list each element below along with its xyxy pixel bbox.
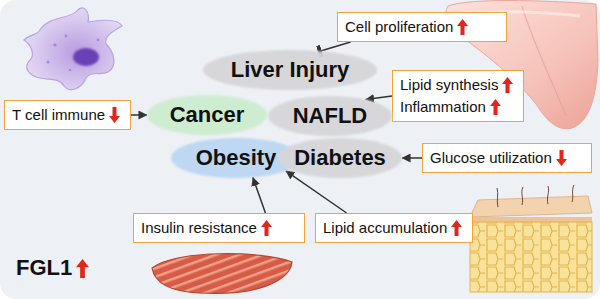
trend-arrow-shape bbox=[457, 19, 468, 35]
effect-text: Lipid synthesis bbox=[400, 74, 498, 96]
condition-ellipse: Cancer bbox=[147, 95, 267, 135]
trend-arrow bbox=[556, 150, 567, 166]
effect-box: Glucose utilization bbox=[422, 143, 592, 173]
effect-box: Insulin resistance bbox=[133, 213, 305, 243]
trend-arrow-shape bbox=[451, 220, 462, 236]
text-row: Cancer bbox=[170, 104, 245, 126]
text-row: Insulin resistance bbox=[141, 217, 272, 239]
cell-body bbox=[24, 8, 122, 90]
trend-arrow bbox=[502, 77, 513, 93]
liver-lobe-line bbox=[522, 6, 566, 116]
trend-arrow-shape bbox=[490, 99, 501, 115]
text-row: Lipid accumulation bbox=[323, 217, 462, 239]
condition-name: Obesity bbox=[196, 147, 277, 169]
condition-ellipse: Diabetes bbox=[278, 138, 402, 178]
condition-name: NAFLD bbox=[293, 105, 368, 127]
ellipse-fill bbox=[268, 96, 392, 136]
trend-arrow bbox=[109, 107, 120, 123]
gene-name: FGL1 bbox=[16, 255, 72, 281]
fat-cells bbox=[470, 222, 592, 292]
skin-surface bbox=[470, 196, 592, 217]
text-row: Obesity bbox=[196, 147, 277, 169]
condition-name: Cancer bbox=[170, 104, 245, 126]
text-row: Inflammation bbox=[400, 96, 501, 118]
cell-nucleus bbox=[73, 48, 99, 66]
trend-arrow bbox=[451, 220, 462, 236]
condition-name: Diabetes bbox=[294, 147, 386, 169]
effect-box: Lipid accumulation bbox=[315, 213, 473, 243]
text-row: Cell proliferation bbox=[345, 16, 468, 38]
trend-arrow bbox=[457, 19, 468, 35]
muscle-shape bbox=[152, 254, 292, 294]
skin-layer bbox=[470, 217, 592, 222]
cell-granule bbox=[47, 61, 50, 64]
trend-arrow-shape bbox=[502, 77, 513, 93]
text-row: Diabetes bbox=[294, 147, 386, 169]
effect-text: Cell proliferation bbox=[345, 16, 453, 38]
cell-granule bbox=[53, 43, 56, 46]
effect-box: T cell immune bbox=[4, 100, 131, 130]
condition-ellipse: NAFLD bbox=[268, 96, 392, 136]
trend-arrow bbox=[76, 259, 89, 278]
effect-box: Lipid synthesisInflammation bbox=[392, 70, 524, 122]
cell-granule bbox=[97, 39, 100, 42]
ellipse-fill bbox=[203, 50, 377, 90]
trend-arrow-shape bbox=[109, 107, 120, 123]
trend-arrow-shape bbox=[556, 150, 567, 166]
effect-text: Insulin resistance bbox=[141, 217, 257, 239]
arrow-connector bbox=[253, 177, 266, 213]
gene-label: FGL1 bbox=[16, 255, 89, 281]
effect-text: Inflammation bbox=[400, 96, 486, 118]
immune-cell-illustration bbox=[24, 8, 122, 90]
arrow-connector bbox=[131, 114, 147, 116]
inhibition-connector bbox=[320, 42, 351, 51]
trend-arrow-shape bbox=[76, 259, 89, 278]
text-row: NAFLD bbox=[293, 105, 368, 127]
arrow-connector bbox=[402, 157, 422, 159]
effect-text: Lipid accumulation bbox=[323, 217, 447, 239]
trend-arrow bbox=[490, 99, 501, 115]
effect-text: T cell immune bbox=[12, 104, 105, 126]
ellipse-fill bbox=[147, 95, 267, 135]
trend-arrow bbox=[261, 220, 272, 236]
effect-box: Cell proliferation bbox=[337, 12, 507, 42]
arrow-connector bbox=[366, 96, 392, 100]
condition-ellipse: Liver Injury bbox=[203, 50, 377, 90]
muscle-illustration bbox=[152, 254, 292, 294]
cell-granule bbox=[65, 35, 68, 38]
cell-granule bbox=[69, 69, 72, 72]
effect-text: Glucose utilization bbox=[430, 147, 552, 169]
text-row: Liver Injury bbox=[231, 59, 350, 81]
fat-tissue-illustration bbox=[470, 185, 592, 292]
text-row: Lipid synthesis bbox=[400, 74, 513, 96]
trend-arrow-shape bbox=[261, 220, 272, 236]
text-row: T cell immune bbox=[12, 104, 120, 126]
skin-hairs bbox=[497, 185, 574, 207]
ellipse-fill bbox=[278, 138, 402, 178]
text-row: Glucose utilization bbox=[430, 147, 567, 169]
condition-name: Liver Injury bbox=[231, 59, 350, 81]
